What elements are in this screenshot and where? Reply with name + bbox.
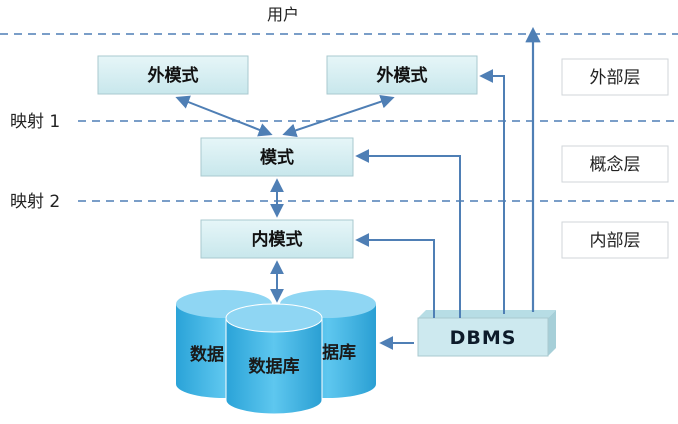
layer-external: 外部层 bbox=[561, 58, 669, 96]
external-schema-right-box: 外模式 bbox=[326, 55, 478, 95]
layer-conceptual: 概念层 bbox=[561, 145, 669, 183]
dbms-label: DBMS bbox=[450, 327, 517, 349]
internal-schema-label: 内模式 bbox=[252, 229, 303, 250]
layer-internal-label: 内部层 bbox=[590, 231, 641, 251]
arrow-schema-external-right bbox=[282, 94, 395, 138]
mapping1-label: 映射 1 bbox=[10, 112, 60, 132]
dbms-box: DBMS bbox=[417, 310, 556, 357]
arrow-dbms-internal-schema bbox=[355, 233, 435, 318]
external-schema-left-box: 外模式 bbox=[97, 55, 249, 95]
database-back-left-label: 数据 bbox=[190, 344, 224, 365]
layer-conceptual-label: 概念层 bbox=[590, 154, 641, 175]
schema-box: 模式 bbox=[200, 137, 354, 177]
arrow-dbms-schema bbox=[355, 149, 461, 318]
mapping2-label: 映射 2 bbox=[10, 192, 60, 212]
internal-schema-box: 内模式 bbox=[200, 219, 354, 259]
arrow-dbms-external-right bbox=[479, 69, 505, 314]
external-schema-right-label: 外模式 bbox=[377, 65, 428, 86]
schema-label: 模式 bbox=[260, 147, 294, 168]
database-back-right-label: 据库 bbox=[322, 342, 356, 363]
layer-external-label: 外部层 bbox=[590, 68, 641, 88]
arrow-schema-external-left bbox=[175, 95, 273, 137]
user-label: 用户 bbox=[267, 5, 299, 24]
external-schema-left-label: 外模式 bbox=[148, 65, 199, 86]
database-front-label: 数据库 bbox=[249, 356, 300, 377]
layer-internal: 内部层 bbox=[561, 221, 669, 259]
database-cylinder-front: 数据库 bbox=[225, 303, 323, 415]
